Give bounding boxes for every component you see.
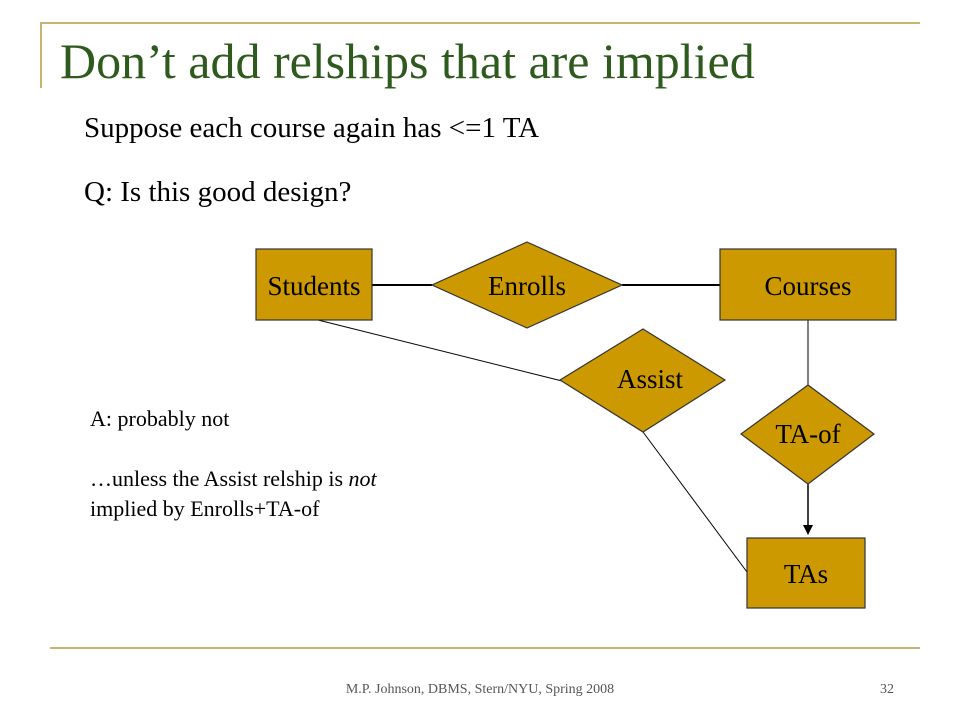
bottom-rule bbox=[50, 647, 920, 649]
relationship-ta-of: TA-of bbox=[739, 384, 876, 485]
relationship-enrolls: Enrolls bbox=[430, 241, 624, 329]
slide-title: Don’t add relships that are implied bbox=[60, 33, 755, 89]
page-number: 32 bbox=[880, 682, 894, 697]
relationship-assist-label: Assist bbox=[617, 364, 684, 394]
relationship-ta-of-label: TA-of bbox=[775, 419, 840, 449]
entity-tas-label: TAs bbox=[784, 559, 828, 589]
answer-line-1: A: probably not bbox=[90, 406, 230, 431]
entity-tas: TAs bbox=[746, 537, 866, 609]
answer-block: A: probably not …unless the Assist relsh… bbox=[90, 404, 377, 524]
answer-spacer bbox=[90, 434, 377, 464]
relationship-enrolls-label: Enrolls bbox=[488, 271, 566, 301]
answer-line-2-prefix: …unless the Assist relship is bbox=[90, 466, 349, 491]
left-rule bbox=[40, 22, 42, 88]
answer-emphasis: not bbox=[348, 466, 377, 491]
entity-students: Students bbox=[255, 248, 373, 321]
entity-courses-label: Courses bbox=[765, 271, 852, 301]
bullet-suppose: Suppose each course again has <=1 TA bbox=[84, 112, 540, 144]
edge-students-assist bbox=[317, 319, 563, 382]
relationship-assist: Assist bbox=[558, 328, 727, 433]
top-rule bbox=[40, 22, 920, 24]
entity-courses: Courses bbox=[719, 248, 897, 321]
slide-footer: M.P. Johnson, DBMS, Stern/NYU, Spring 20… bbox=[345, 682, 615, 697]
bullet-question: Q: Is this good design? bbox=[84, 176, 352, 208]
answer-line-2: …unless the Assist relship is not bbox=[90, 464, 377, 494]
edge-assist-tas bbox=[642, 431, 748, 573]
entity-students-label: Students bbox=[267, 271, 360, 301]
answer-line-3: implied by Enrolls+TA-of bbox=[90, 496, 320, 521]
